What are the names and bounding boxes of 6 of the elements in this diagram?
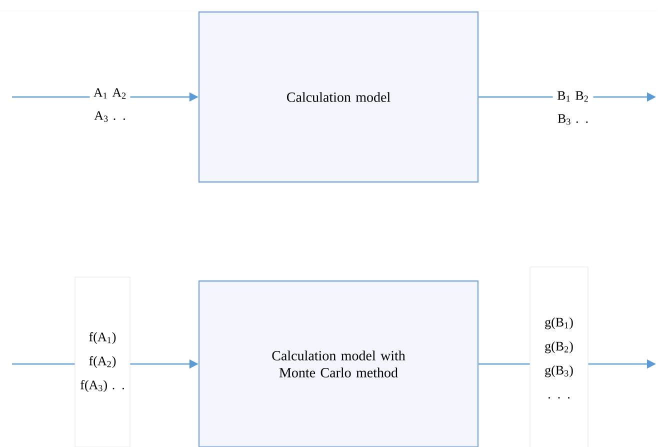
process-box: Calculation model with Monte Carlo method: [198, 280, 479, 447]
variable-list: B$_{1}$ B$_{2}$ B$_{3}$ . .: [553, 90, 593, 126]
variable-list-box: f(A$_{1}$) f(A$_{2}$) f(A$_{3}$) . .: [74, 276, 130, 447]
variable-list-box: g(B$_{1}$) g(B$_{2}$) g(B$_{3}$) . . .: [530, 266, 588, 447]
variable-list: A$_{1}$ A$_{2}$ A$_{3}$ . .: [90, 87, 130, 123]
process-box: Calculation model: [198, 11, 479, 183]
